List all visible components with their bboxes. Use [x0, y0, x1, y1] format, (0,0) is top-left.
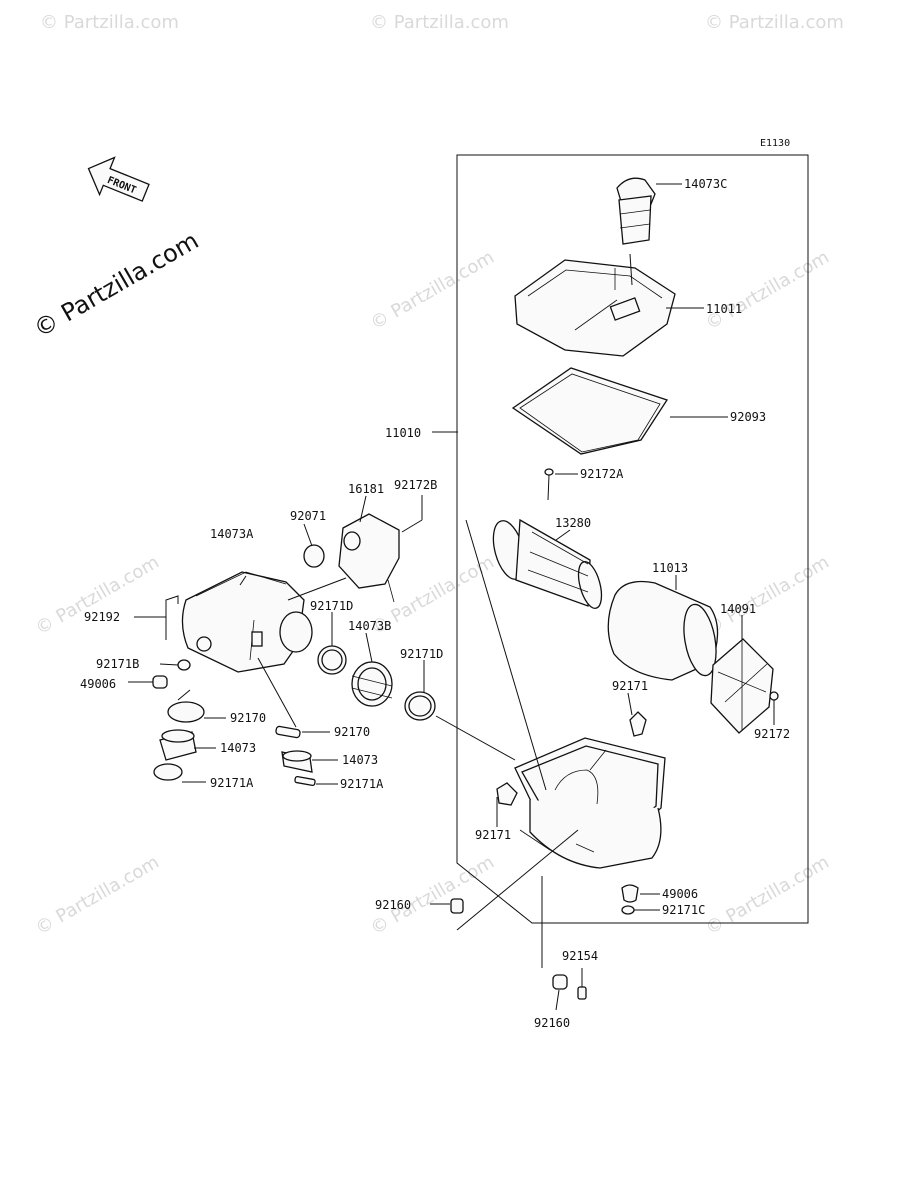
assembly-outline: [456, 154, 809, 924]
air-duct-14073A: [181, 571, 313, 673]
label-92171D-left: 92171D: [310, 599, 353, 613]
label-14073C: 14073C: [684, 177, 727, 191]
label-92171A-right: 92171A: [340, 777, 384, 791]
bolt-92154: [577, 986, 587, 1000]
watermark-text: © Partzilla.com: [702, 852, 833, 940]
label-92170-right: 92170: [334, 725, 370, 739]
snorkel-duct-14073C: [616, 177, 656, 245]
label-92171B: 92171B: [96, 657, 139, 671]
partzilla-watermark: © Partzilla.com: [29, 226, 203, 343]
label-92172: 92172: [754, 727, 790, 741]
label-11013: 11013: [652, 561, 688, 575]
label-92170-left: 92170: [230, 711, 266, 725]
label-92160-left: 92160: [375, 898, 411, 912]
clamp-92171B: [177, 659, 191, 671]
watermark-text: © Partzilla.com: [40, 12, 179, 33]
watermarks: © Partzilla.com © Partzilla.com © Partzi…: [32, 12, 844, 939]
grommet-92160-left: [450, 898, 464, 914]
part-labels: 14073C 11011 92093 11010 92172A 13280 11…: [80, 177, 790, 1030]
label-11010: 11010: [385, 426, 421, 440]
air-filter-11013: [607, 580, 719, 681]
label-14073-right: 14073: [342, 753, 378, 767]
clamp-92171D-right: [404, 691, 436, 721]
airbox-cover-11011: [514, 259, 676, 357]
label-92154: 92154: [562, 949, 598, 963]
hose-92192: [165, 595, 179, 640]
gasket-inner: [519, 373, 661, 453]
label-11011: 11011: [706, 302, 742, 316]
label-14073-left: 14073: [220, 741, 256, 755]
cap-49006-right: [621, 884, 639, 903]
label-14073A: 14073A: [210, 527, 254, 541]
label-13280: 13280: [555, 516, 591, 530]
clamp-92171C: [621, 905, 635, 915]
label-92171C: 92171C: [662, 903, 705, 917]
label-92172B: 92172B: [394, 478, 437, 492]
label-92172A: 92172A: [580, 467, 624, 481]
watermark-text: © Partzilla.com: [32, 852, 163, 940]
label-14091: 14091: [720, 602, 756, 616]
front-arrow-icon: FRONT: [87, 156, 150, 202]
watermark-text: © Partzilla.com: [367, 247, 498, 335]
screw-92172B: [401, 519, 423, 533]
watermark-text: © Partzilla.com: [702, 552, 833, 640]
label-92071: 92071: [290, 509, 326, 523]
clamp-92171A-left: [153, 763, 183, 781]
clamp-92170-left: [167, 701, 205, 723]
watermark-text: © Partzilla.com: [32, 552, 163, 640]
watermark-text: © Partzilla.com: [370, 12, 509, 33]
screw-92172: [769, 691, 779, 701]
cap-49006-left: [152, 675, 168, 689]
clip-92171-upper: [629, 711, 647, 737]
watermark-text: © Partzilla.com: [702, 247, 833, 335]
label-92171D-right: 92171D: [400, 647, 443, 661]
ring-92071: [303, 544, 325, 568]
watermark-text: © Partzilla.com: [367, 852, 498, 940]
label-92093: 92093: [730, 410, 766, 424]
label-92171-lower: 92171: [475, 828, 511, 842]
diagram-code: E1130: [760, 138, 790, 149]
leader-lines: [128, 183, 775, 1011]
grommet-92160-bottom: [552, 974, 568, 990]
tube-14073-right: [281, 750, 313, 773]
label-92171A-left: 92171A: [210, 776, 254, 790]
clip-92171-lower: [496, 782, 518, 806]
label-16181: 16181: [348, 482, 384, 496]
clamp-92170-right: [275, 725, 301, 739]
label-92160-bottom: 92160: [534, 1016, 570, 1030]
tube-14073B: [351, 661, 393, 707]
clamp-92171A-right: [294, 775, 316, 787]
label-49006-left: 49006: [80, 677, 116, 691]
label-14073B: 14073B: [348, 619, 391, 633]
label-49006-right: 49006: [662, 887, 698, 901]
tube-14073-left: [159, 729, 197, 761]
clamp-92171D-left: [317, 645, 347, 675]
holder-13280: [492, 518, 603, 609]
airbox-case: [514, 737, 666, 869]
gasket-92093: [511, 367, 669, 455]
intake-duct-16181: [338, 513, 400, 603]
screen-14091: [710, 638, 774, 734]
screw-92172A: [544, 468, 554, 501]
watermark-text: © Partzilla.com: [705, 12, 844, 33]
label-92192: 92192: [84, 610, 120, 624]
label-92171-upper: 92171: [612, 679, 648, 693]
